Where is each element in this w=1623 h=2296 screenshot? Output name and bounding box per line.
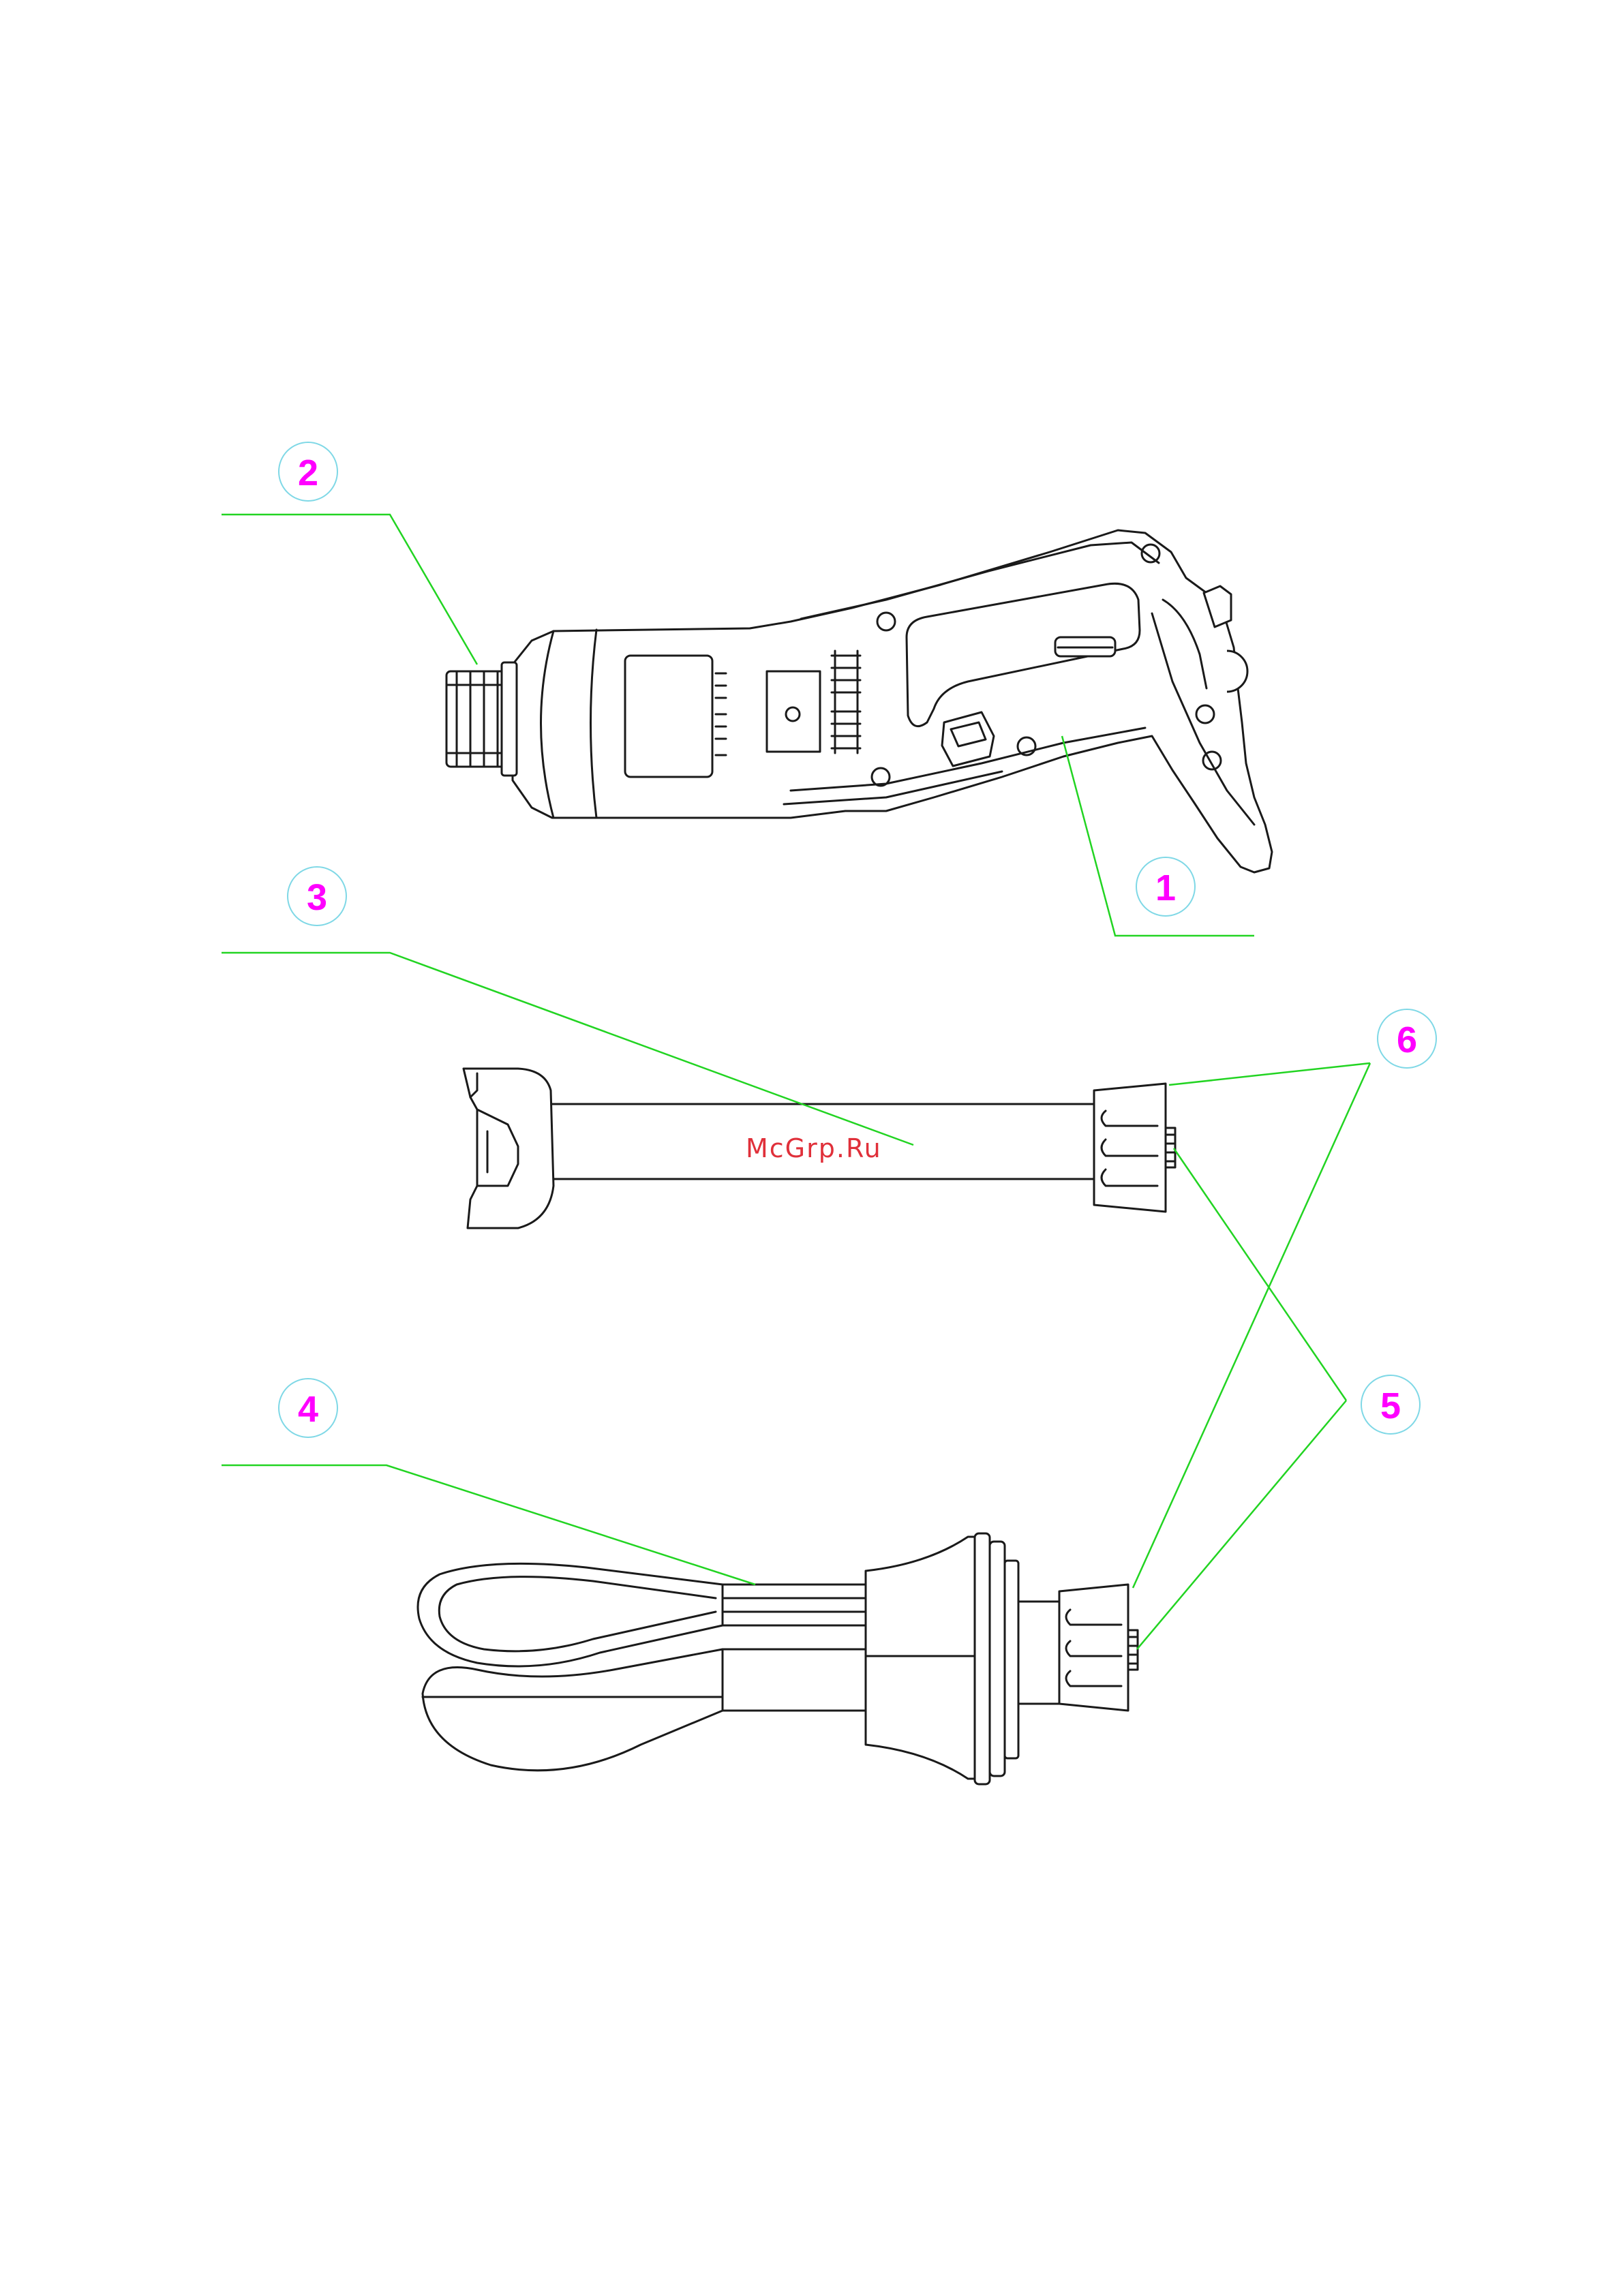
leader-line-6a	[1169, 1063, 1370, 1085]
whisk-drawing	[418, 1533, 1138, 1784]
callout-6-label: 6	[1397, 1020, 1417, 1060]
callout-3-label: 3	[307, 877, 327, 918]
callout-6: 6	[1378, 1009, 1436, 1068]
callout-4-label: 4	[298, 1389, 318, 1430]
callout-1: 1	[1136, 857, 1195, 916]
watermark-text: McGrp.Ru	[746, 1133, 882, 1163]
leader-line-5a	[1174, 1148, 1346, 1400]
motor-unit-drawing	[446, 530, 1272, 872]
callout-2-label: 2	[298, 453, 318, 493]
leader-line-2	[222, 515, 477, 664]
callout-5: 5	[1361, 1375, 1420, 1434]
callout-5-label: 5	[1380, 1386, 1401, 1426]
callout-4: 4	[279, 1379, 337, 1437]
callout-2: 2	[279, 442, 337, 501]
callout-1-label: 1	[1155, 868, 1176, 908]
leader-line-5b	[1137, 1400, 1346, 1649]
callout-3: 3	[288, 867, 346, 925]
threaded-connector-drawing	[446, 662, 517, 776]
